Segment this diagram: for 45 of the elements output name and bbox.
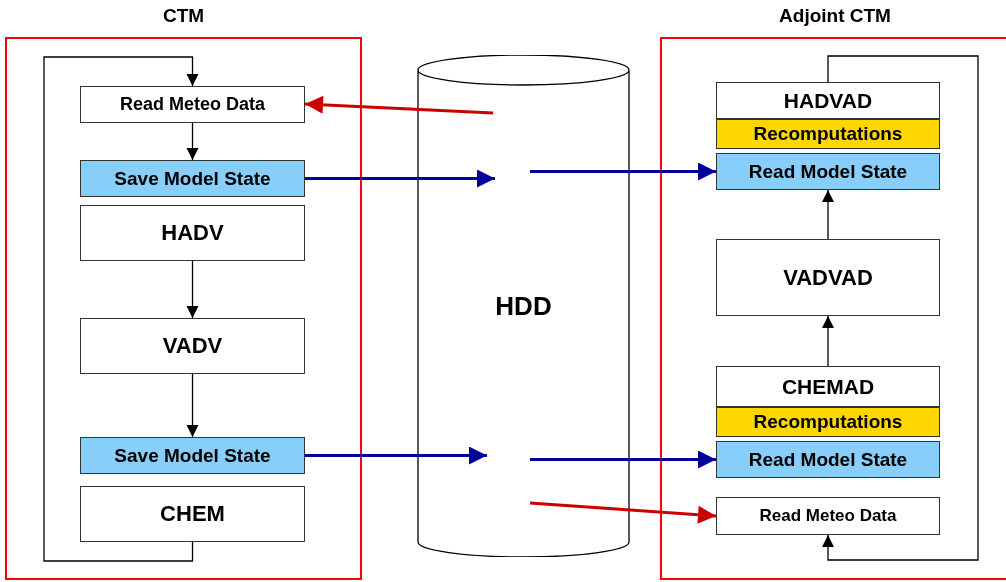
arrow — [305, 446, 487, 465]
process-box — [80, 318, 305, 374]
process-label: CHEMAD — [781, 374, 875, 399]
disk-cylinder — [417, 55, 630, 557]
process-label: Save Model State — [114, 167, 271, 190]
arrow — [304, 95, 494, 115]
process-box — [716, 407, 940, 437]
process-box — [80, 86, 305, 123]
process-label: HADV — [161, 220, 224, 246]
frame-title: Adjoint CTM — [778, 5, 892, 27]
arrow — [529, 501, 717, 524]
process-label: Save Model State — [114, 444, 271, 467]
arrow — [530, 450, 716, 469]
process-box — [80, 486, 305, 542]
process-box — [80, 205, 305, 261]
arrow — [530, 162, 716, 181]
disk-label: HDD — [495, 290, 552, 322]
process-label: VADVAD — [783, 264, 873, 291]
process-box — [716, 366, 940, 407]
process-label: VADV — [162, 333, 223, 359]
process-label: HADVAD — [783, 88, 873, 113]
frame-title: CTM — [161, 5, 206, 27]
arrow — [43, 56, 199, 562]
process-label: Read Meteo Data — [759, 506, 897, 526]
process-label: Recomputations — [753, 123, 903, 145]
process-box — [716, 441, 940, 478]
process-box — [716, 239, 940, 316]
arrow — [822, 315, 834, 367]
arrow — [186, 260, 199, 319]
process-box — [80, 437, 305, 474]
process-box — [716, 153, 940, 190]
arrow — [822, 189, 834, 240]
process-box — [716, 119, 940, 149]
process-box — [80, 160, 305, 197]
arrow — [186, 373, 199, 438]
process-label: Read Model State — [748, 448, 908, 471]
arrow — [822, 55, 979, 561]
process-box — [716, 82, 940, 119]
process-label: Read Model State — [748, 160, 908, 183]
arrow — [305, 169, 495, 188]
process-label: CHEM — [160, 501, 225, 527]
arrow — [186, 122, 199, 161]
process-label: Recomputations — [753, 411, 903, 433]
process-box — [716, 497, 940, 535]
process-label: Read Meteo Data — [119, 94, 265, 115]
